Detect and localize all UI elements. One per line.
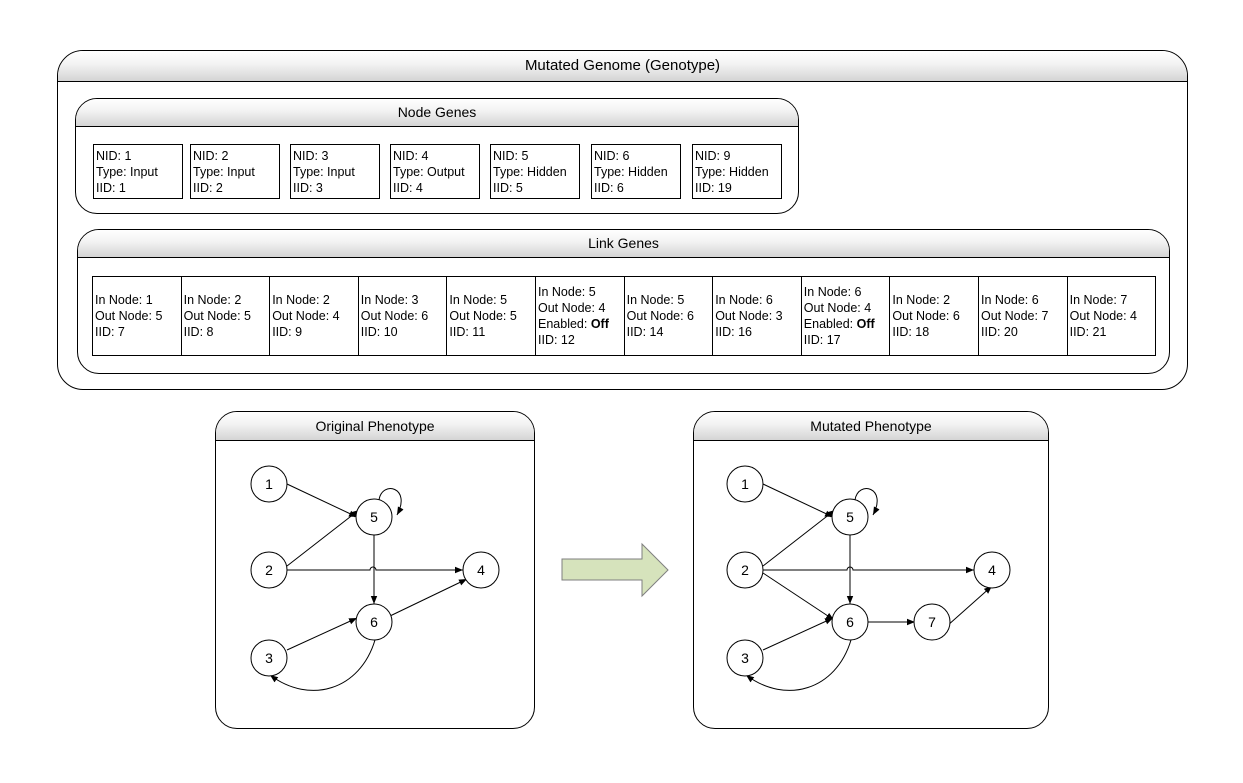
link-gene-out: Out Node: 6: [360, 309, 429, 323]
mutated-phenotype-title: Mutated Phenotype: [694, 412, 1048, 441]
node-gene-nid: NID: 5: [493, 149, 529, 163]
original-phenotype-panel: Original Phenotype: [215, 411, 535, 729]
link-gene-iid: IID: 14: [626, 325, 664, 339]
link-gene-in: In Node: 5: [626, 293, 685, 307]
link-gene-enabled: Enabled: Off: [804, 316, 888, 332]
node-gene-nid: NID: 2: [193, 149, 229, 163]
link-gene-box: In Node: 5 Out Node: 6 IID: 14: [623, 276, 714, 356]
node-gene-nid: NID: 6: [594, 149, 630, 163]
link-gene-iid: IID: 21: [1069, 325, 1107, 339]
link-gene-iid: IID: 18: [892, 325, 930, 339]
node-gene-nid: NID: 1: [96, 149, 132, 163]
link-gene-in: In Node: 2: [892, 293, 951, 307]
link-gene-enabled-value: Off: [856, 317, 875, 331]
link-gene-iid: IID: 10: [360, 325, 398, 339]
link-gene-in: In Node: 2: [272, 293, 330, 307]
node-gene-iid: IID: 19: [695, 181, 732, 195]
genome-title: Mutated Genome (Genotype): [58, 51, 1187, 82]
transition-arrow-icon: [561, 542, 669, 598]
link-gene-out: Out Node: 7: [981, 309, 1049, 323]
link-gene-box: In Node: 3 Out Node: 6 IID: 10: [357, 276, 448, 356]
link-gene-enabled-value: Off: [590, 317, 609, 331]
link-gene-box: In Node: 1 Out Node: 5 IID: 7: [92, 276, 182, 356]
node-gene-iid: IID: 2: [193, 181, 223, 195]
link-gene-box: In Node: 6 Out Node: 3 IID: 16: [712, 276, 802, 356]
link-gene-iid: IID: 7: [95, 325, 125, 339]
link-gene-iid: IID: 17: [803, 333, 841, 347]
link-gene-in: In Node: 7: [1069, 293, 1128, 307]
node-gene-type: Type: Input: [293, 165, 355, 179]
link-gene-in: In Node: 5: [449, 293, 508, 307]
link-gene-in: In Node: 6: [715, 293, 773, 307]
link-gene-iid: IID: 16: [715, 325, 753, 339]
link-gene-box: In Node: 7 Out Node: 4 IID: 21: [1066, 276, 1157, 356]
link-gene-out: Out Node: 5: [183, 309, 251, 323]
link-gene-box: In Node: 2 Out Node: 6 IID: 18: [889, 276, 979, 356]
node-gene-iid: IID: 4: [393, 181, 423, 195]
link-gene-iid: IID: 11: [449, 325, 486, 339]
mutated-phenotype-panel: Mutated Phenotype: [693, 411, 1049, 729]
link-gene-iid: IID: 8: [183, 325, 214, 339]
node-gene-type: Type: Input: [96, 165, 158, 179]
node-gene-type: Type: Hidden: [493, 165, 567, 179]
link-gene-in: In Node: 6: [981, 293, 1039, 307]
link-gene-out: Out Node: 3: [715, 309, 783, 323]
link-gene-out: Out Node: 4: [803, 301, 872, 315]
link-gene-out: Out Node: 5: [449, 309, 517, 323]
node-gene-type: Type: Output: [393, 165, 465, 179]
link-gene-enabled-label: Enabled:: [538, 317, 591, 331]
link-gene-box: In Node: 2 Out Node: 5 IID: 8: [180, 276, 271, 356]
node-gene-iid: IID: 3: [293, 181, 323, 195]
link-gene-out: Out Node: 6: [892, 309, 960, 323]
link-gene-enabled: Enabled: Off: [538, 316, 622, 332]
link-gene-iid: IID: 9: [272, 325, 303, 339]
node-gene-type: Type: Hidden: [594, 165, 668, 179]
link-gene-out: Out Node: 5: [95, 309, 163, 323]
node-gene-type: Type: Hidden: [695, 165, 769, 179]
link-gene-in: In Node: 3: [360, 293, 419, 307]
original-phenotype-title: Original Phenotype: [216, 412, 534, 441]
link-gene-out: Out Node: 6: [626, 309, 694, 323]
link-gene-box: In Node: 5 Out Node: 5 IID: 11: [446, 276, 536, 356]
link-gene-iid: IID: 12: [538, 333, 575, 347]
node-gene-nid: NID: 9: [695, 149, 731, 163]
node-gene-iid: IID: 6: [594, 181, 624, 195]
link-gene-in: In Node: 5: [538, 285, 596, 299]
link-gene-box: In Node: 2 Out Node: 4 IID: 9: [269, 276, 359, 356]
node-gene-iid: IID: 5: [493, 181, 523, 195]
link-gene-out: Out Node: 4: [1069, 309, 1137, 323]
link-gene-iid: IID: 20: [981, 325, 1018, 339]
link-gene-box: In Node: 6 Out Node: 7 IID: 20: [978, 276, 1068, 356]
link-gene-in: In Node: 6: [803, 285, 862, 299]
link-gene-enabled-label: Enabled:: [803, 317, 857, 331]
link-gene-out: Out Node: 4: [538, 301, 606, 315]
link-gene-in: In Node: 2: [183, 293, 242, 307]
node-genes-title: Node Genes: [76, 99, 798, 127]
node-gene-nid: NID: 4: [393, 149, 429, 163]
link-gene-in: In Node: 1: [95, 293, 153, 307]
link-gene-out: Out Node: 4: [272, 309, 340, 323]
node-gene-type: Type: Input: [193, 165, 255, 179]
node-gene-nid: NID: 3: [293, 149, 329, 163]
link-genes-title: Link Genes: [78, 230, 1169, 258]
node-gene-iid: IID: 1: [96, 181, 126, 195]
